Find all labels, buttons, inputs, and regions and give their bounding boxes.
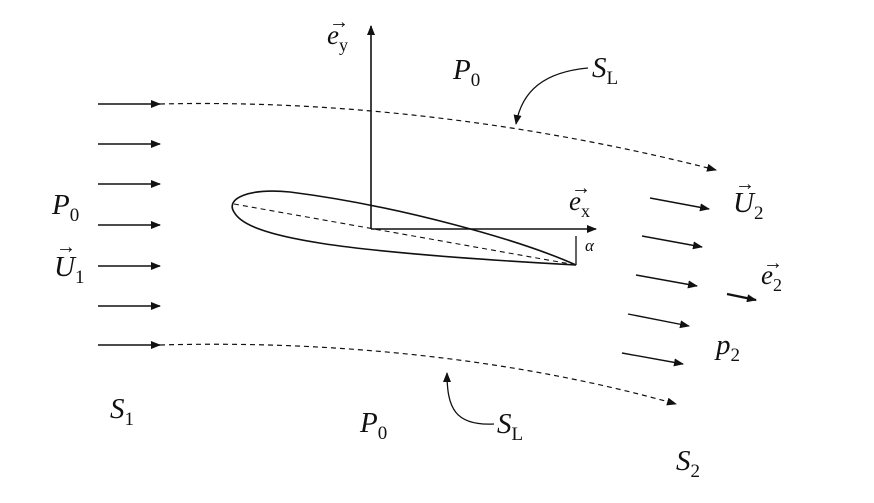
- top-streamline-pointer: [513, 67, 589, 125]
- airfoil: [231, 190, 577, 266]
- label-sl-bottom: SL: [497, 408, 523, 445]
- svg-text:e2: e2: [761, 260, 782, 295]
- svg-text:U2: U2: [733, 187, 763, 224]
- svg-text:→: →: [571, 177, 591, 199]
- label-sl-top: SL: [592, 52, 618, 89]
- label-p2: p2: [714, 329, 740, 366]
- svg-text:→: →: [763, 252, 783, 274]
- svg-text:ey: ey: [327, 20, 348, 55]
- outlet-arrow: [649, 197, 710, 212]
- outlet-arrow: [621, 352, 684, 367]
- label-u2: → U2: [733, 173, 763, 224]
- svg-text:→: →: [735, 173, 755, 195]
- label-p0-top: P0: [452, 54, 480, 91]
- bottom-streamline-pointer: [443, 372, 495, 425]
- label-ey: → ey: [327, 11, 349, 55]
- top-streamline: [159, 102, 717, 172]
- outlet-arrow: [641, 235, 703, 250]
- chord-line: [233, 203, 577, 266]
- outlet-arrows: [621, 197, 710, 367]
- svg-text:→: →: [56, 236, 76, 258]
- label-ex: → ex: [569, 177, 591, 221]
- label-p0-bottom: P0: [359, 407, 387, 444]
- outlet-arrow: [627, 313, 690, 329]
- inlet-arrows: [98, 100, 161, 349]
- svg-text:→: →: [329, 11, 349, 33]
- outlet-arrow: [635, 274, 698, 289]
- e2-arrow: [726, 292, 757, 303]
- svg-text:ex: ex: [569, 186, 590, 221]
- svg-text:U1: U1: [54, 251, 84, 288]
- label-alpha: α: [585, 236, 595, 255]
- label-p0-left: P0: [51, 189, 79, 226]
- label-u1: → U1: [54, 236, 84, 288]
- bottom-streamline: [159, 343, 677, 406]
- label-e2: → e2: [761, 252, 783, 295]
- label-s1: S1: [110, 393, 134, 430]
- label-s2: S2: [676, 445, 700, 482]
